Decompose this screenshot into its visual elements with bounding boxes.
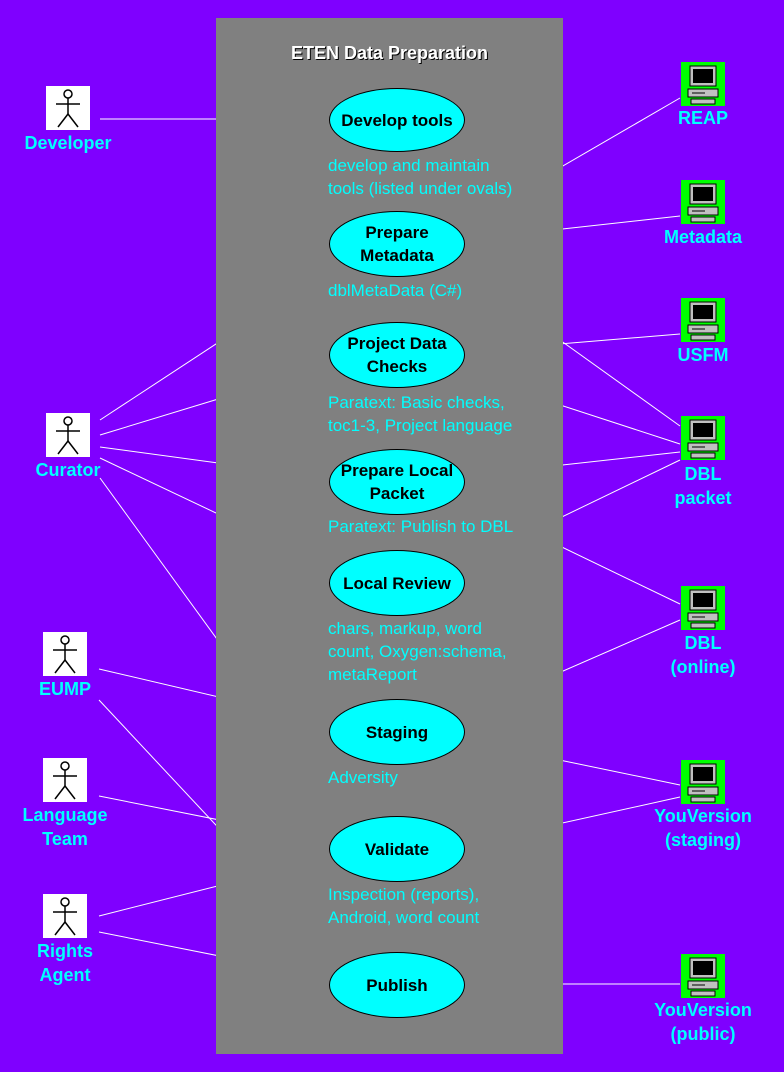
system-label-usfm: USFM (677, 345, 729, 365)
system-label-reap: REAP (677, 108, 728, 128)
stick-figure-icon (53, 761, 77, 800)
system-dbl-online[interactable] (681, 586, 725, 630)
actor-label-language-team: Language Team (22, 805, 108, 849)
note-staging: Adversity (328, 768, 398, 787)
note-local-review: chars, markup, word count, Oxygen:schema… (328, 619, 507, 684)
use-case-staging[interactable]: Staging (329, 699, 465, 765)
system-youversion-staging[interactable] (681, 760, 725, 804)
use-case-project-data-checks[interactable]: Project Data Checks (329, 322, 465, 388)
use-case-develop-tools[interactable]: Develop tools (329, 88, 465, 152)
language-team-actor[interactable] (43, 758, 87, 802)
diagram-title: ETEN Data Preparation (290, 43, 489, 63)
actor-label-rights-agent: Rights Agent (37, 941, 93, 985)
use-case-prepare-local-packet[interactable]: Prepare Local Packet (329, 449, 465, 515)
computer-icon (687, 957, 719, 997)
use-case-local-review[interactable]: Local Review (329, 550, 465, 616)
system-label-dbl-packet: DBL packet (674, 464, 732, 508)
use-case-prepare-metadata[interactable]: Prepare Metadata (329, 211, 465, 277)
note-develop-tools: develop and maintain tools (listed under… (328, 156, 513, 198)
note-validate: Inspection (reports), Android, word coun… (328, 885, 480, 927)
computer-icon (687, 65, 719, 105)
computer-icon (687, 183, 719, 223)
eump-actor[interactable] (43, 632, 87, 676)
system-reap[interactable] (681, 62, 725, 106)
actor-label-curator: Curator (35, 460, 101, 480)
stick-figure-icon (56, 416, 80, 455)
system-label-dbl-online: DBL (online) (670, 633, 736, 677)
computer-icon (687, 589, 719, 629)
computer-icon (687, 301, 719, 341)
curator-actor[interactable] (46, 413, 90, 457)
note-prepare-local-packet: Paratext: Publish to DBL (328, 517, 514, 536)
stick-figure-icon (53, 635, 77, 674)
note-prepare-metadata: dblMetaData (C#) (328, 281, 463, 300)
stick-figure-icon (56, 89, 80, 128)
use-case-validate[interactable]: Validate (329, 816, 465, 882)
computer-icon (687, 419, 719, 459)
system-label-youversion-public: YouVersion (public) (654, 1000, 752, 1044)
note-project-data-checks: Paratext: Basic checks, toc1-3, Project … (328, 393, 513, 435)
system-label-youversion-staging: YouVersion (staging) (654, 806, 752, 850)
stick-figure-icon (53, 897, 77, 936)
system-youversion-public[interactable] (681, 954, 725, 998)
use-case-publish[interactable]: Publish (329, 952, 465, 1018)
system-label-metadata: Metadata (663, 227, 743, 247)
actor-label-developer: Developer (24, 133, 112, 153)
rights-agent-actor[interactable] (43, 894, 87, 938)
system-dbl-packet[interactable] (681, 416, 725, 460)
developer-actor[interactable] (46, 86, 90, 130)
computer-icon (687, 763, 719, 803)
system-usfm[interactable] (681, 298, 725, 342)
actor-label-eump: EUMP (38, 679, 91, 699)
system-metadata[interactable] (681, 180, 725, 224)
